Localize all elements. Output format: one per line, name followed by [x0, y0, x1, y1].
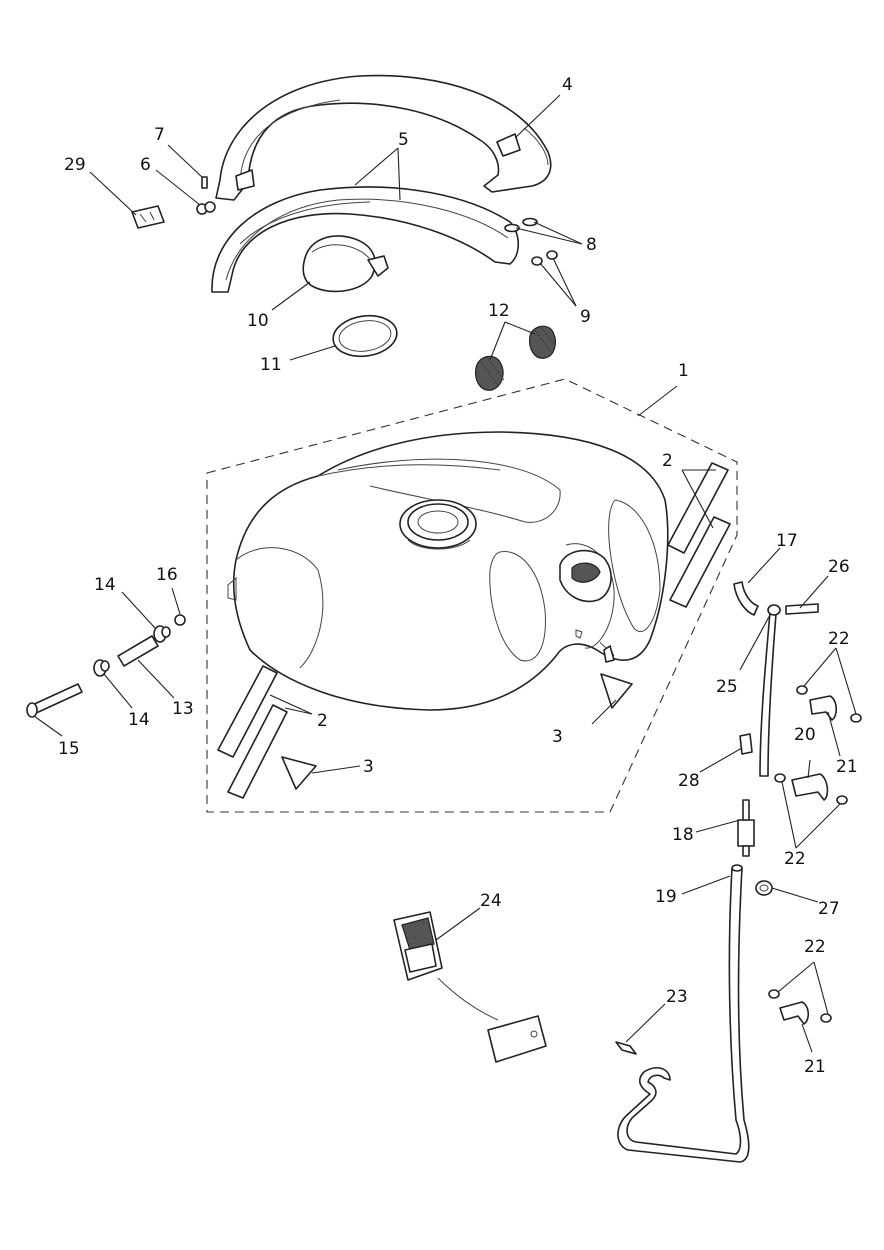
bracket-21-upper: [809, 695, 838, 721]
callout-23: 23: [666, 987, 688, 1007]
callout-3: 3: [552, 727, 563, 747]
callout-20: 20: [794, 725, 816, 745]
breather-pipe-26: [759, 603, 819, 777]
tank-trim-strips: [211, 186, 520, 293]
screw-22-a: [796, 685, 808, 695]
screw-22-f: [820, 1013, 832, 1023]
sleeve-13: [117, 635, 159, 667]
callout-17: 17: [776, 531, 798, 551]
screw-22-c: [774, 773, 786, 783]
triangle-pad-right: [600, 673, 633, 709]
washers-8: [504, 217, 538, 233]
fuel-pump-module: [393, 911, 547, 1063]
pin-7: [201, 176, 208, 189]
callout-6: 6: [140, 155, 151, 175]
bush-14-lower: [93, 659, 110, 677]
decal-strip-left: [217, 665, 288, 799]
screw-22-e: [768, 989, 780, 999]
screw-22-b: [850, 713, 862, 723]
drain-hose-19: [617, 864, 750, 1163]
fuel-filter-18: [737, 799, 755, 857]
bracket-21-lower: [779, 1001, 810, 1025]
callout-26: 26: [828, 557, 850, 577]
callout-19: 19: [655, 887, 677, 907]
callout-27: 27: [818, 899, 840, 919]
callout-7: 7: [154, 125, 165, 145]
decal-strip-right: [667, 462, 731, 608]
callout-14: 14: [128, 710, 150, 730]
mounting-bolt-15: [26, 683, 83, 718]
callout-12: 12: [488, 301, 510, 321]
washer-16: [174, 614, 186, 626]
filler-cap: [302, 235, 389, 293]
screw-22-d: [836, 795, 848, 805]
leader-lines: [33, 94, 857, 1053]
vent-hose-17: [733, 581, 759, 616]
tank-assembly-outline: [206, 378, 738, 813]
callout-5: 5: [398, 130, 409, 150]
hose-clip-27: [755, 880, 773, 896]
callout-10: 10: [247, 311, 269, 331]
callout-24: 24: [480, 891, 502, 911]
tank-rear-cover: [215, 74, 552, 201]
callout-2: 2: [662, 451, 673, 471]
callout-9: 9: [580, 307, 591, 327]
plug-28: [739, 733, 753, 755]
callout-22: 22: [784, 849, 806, 869]
fuel-pump-flange: [559, 549, 615, 663]
filler-neck: [399, 499, 477, 550]
union-25: [767, 604, 781, 616]
bush-14-upper: [153, 625, 171, 643]
callout-22: 22: [828, 629, 850, 649]
callout-14: 14: [94, 575, 116, 595]
callout-21: 21: [836, 757, 858, 777]
callout-13: 13: [172, 699, 194, 719]
rubber-grommets: [475, 325, 557, 391]
callout-22: 22: [804, 937, 826, 957]
nuts-9: [531, 250, 558, 266]
callout-29: 29: [64, 155, 86, 175]
spacer-6: [196, 201, 216, 215]
callout-25: 25: [716, 677, 738, 697]
callout-8: 8: [586, 235, 597, 255]
callout-21: 21: [804, 1057, 826, 1077]
callout-28: 28: [678, 771, 700, 791]
callout-3: 3: [363, 757, 374, 777]
bracket-20: [791, 773, 829, 801]
callout-16: 16: [156, 565, 178, 585]
callout-11: 11: [260, 355, 282, 375]
callout-2: 2: [317, 711, 328, 731]
clip-23: [615, 1041, 637, 1055]
clip-29: [131, 205, 165, 229]
callout-15: 15: [58, 739, 80, 759]
triangle-pad-left: [281, 756, 317, 790]
seal-ring: [332, 314, 398, 358]
callout-18: 18: [672, 825, 694, 845]
callout-1: 1: [678, 361, 689, 381]
callout-4: 4: [562, 75, 573, 95]
